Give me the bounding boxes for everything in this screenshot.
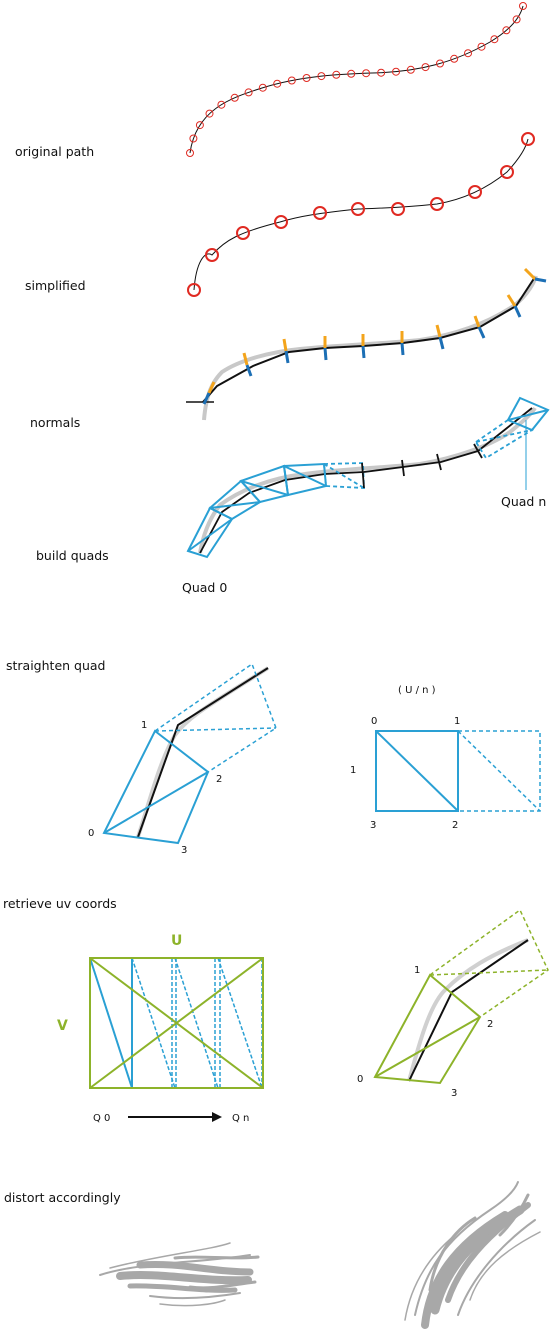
green-quad-vertex-1: 1 xyxy=(414,965,420,976)
straighten-quad-label: straighten quad xyxy=(6,658,106,673)
original-sample-point xyxy=(205,109,214,118)
quad-cross-ticks xyxy=(361,443,483,489)
straight-quad-next-dashed xyxy=(457,730,541,812)
original-sample-point xyxy=(244,88,253,97)
simplified-sample-points xyxy=(187,132,535,297)
original-path-curve xyxy=(189,5,524,154)
uv-ghost-curve xyxy=(407,938,529,1082)
quad-n-label: Quad n xyxy=(501,494,547,509)
retrieve-uv-label: retrieve uv coords xyxy=(3,896,117,911)
build-quads-figure xyxy=(186,396,550,559)
uv-full-rect xyxy=(89,957,264,1089)
normals-label: normals xyxy=(30,415,81,430)
normals-polyline xyxy=(202,276,536,403)
original-sample-point xyxy=(287,76,296,85)
quad-edges-solid xyxy=(186,396,550,559)
green-quad-vertex-0: 0 xyxy=(357,1074,363,1085)
original-sample-point xyxy=(195,121,204,130)
original-sample-point xyxy=(230,93,239,102)
original-sample-point xyxy=(392,67,400,76)
build-quads-polyline xyxy=(199,407,533,554)
green-quad-vertex-2: 2 xyxy=(487,1019,493,1030)
normal-vectors-blue xyxy=(202,277,547,405)
original-sample-point xyxy=(377,68,386,77)
v-axis-label: V xyxy=(57,1018,68,1034)
original-sample-point xyxy=(362,69,371,78)
straighten-quad-next-dashed xyxy=(154,662,277,773)
original-sample-point xyxy=(464,49,472,58)
straight-vertex-3: 3 xyxy=(370,820,376,831)
original-sample-point xyxy=(450,54,459,63)
quad-0-label: Quad 0 xyxy=(182,580,228,595)
original-sample-point xyxy=(332,70,341,79)
q0-qn-arrowhead xyxy=(212,1112,222,1122)
original-sample-point xyxy=(490,35,499,44)
original-path-figure xyxy=(186,2,527,157)
green-quad-vertex-3: 3 xyxy=(451,1088,457,1099)
original-sample-point xyxy=(477,42,486,51)
straight-quad-diagonal xyxy=(375,730,459,812)
original-sample-point xyxy=(217,100,226,109)
uv-path xyxy=(408,939,529,1082)
normal-vectors-orange xyxy=(207,267,537,394)
original-sample-point xyxy=(186,149,194,157)
straight-vertex-1-side: 1 xyxy=(350,765,356,776)
original-sample-point xyxy=(502,26,511,35)
simplified-figure xyxy=(187,132,535,297)
left-quad-vertex-3: 3 xyxy=(181,845,187,856)
original-sample-point xyxy=(258,83,267,92)
straighten-quad-diagonal xyxy=(103,771,209,834)
straighten-ghost-curve xyxy=(136,666,270,838)
left-quad-vertex-2: 2 xyxy=(216,774,222,785)
original-sample-point xyxy=(347,69,356,78)
original-sample-point xyxy=(273,79,282,88)
original-path-sample-points xyxy=(186,2,527,157)
distorted-brush-horizontal xyxy=(99,1242,260,1307)
uv-quad-solid xyxy=(373,973,482,1085)
straight-quad-solid xyxy=(375,730,459,812)
left-quad-vertex-0: 0 xyxy=(88,828,94,839)
original-sample-point xyxy=(406,65,415,74)
quad-edges-dashed xyxy=(323,418,534,489)
uv-quad-diagonal xyxy=(374,1016,481,1078)
left-quad-vertex-1: 1 xyxy=(141,720,147,731)
u-over-n-label: ( U / n ) xyxy=(398,685,436,696)
original-path-label: original path xyxy=(15,144,95,159)
straight-vertex-0: 0 xyxy=(371,716,377,727)
original-sample-point xyxy=(317,72,326,81)
straight-vertex-numbers: 0 1 1 2 3 xyxy=(350,716,460,831)
retrieve-uv-figure: U V Q 0 Q n xyxy=(57,908,549,1124)
original-sample-point xyxy=(189,134,198,143)
original-sample-point xyxy=(512,15,521,24)
straighten-path xyxy=(137,667,269,838)
straight-vertex-2: 2 xyxy=(452,820,458,831)
simplified-path-curve xyxy=(193,138,529,291)
straighten-quad-figure: 0 1 2 3 ( U / n ) 0 1 1 2 3 xyxy=(88,662,541,856)
uv-vertex-numbers: 0 1 2 3 xyxy=(357,965,493,1099)
original-sample-point xyxy=(436,59,444,68)
u-axis-label: U xyxy=(171,933,182,949)
simplified-label: simplified xyxy=(25,278,86,293)
original-sample-point xyxy=(302,74,311,82)
build-quads-label: build quads xyxy=(36,548,109,563)
distort-label: distort accordingly xyxy=(4,1190,121,1205)
q0-label: Q 0 xyxy=(93,1113,110,1124)
normals-original-curve-ghost xyxy=(202,275,538,421)
straighten-vertex-numbers: 0 1 2 3 xyxy=(88,720,222,856)
original-sample-point xyxy=(519,2,527,10)
straight-vertex-1-top: 1 xyxy=(454,716,460,727)
build-quads-curve-ghost xyxy=(198,406,537,554)
normals-figure xyxy=(186,267,547,421)
uv-quad-next-dashed xyxy=(429,908,549,1018)
original-sample-point xyxy=(421,63,430,72)
qn-label: Q n xyxy=(232,1113,249,1124)
distorted-brush-diagonal xyxy=(404,1181,541,1329)
